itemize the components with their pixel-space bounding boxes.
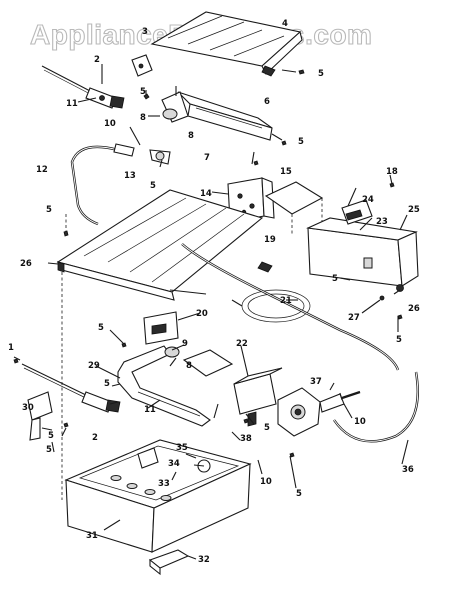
control-box bbox=[306, 199, 419, 287]
thermocouple-upper bbox=[113, 143, 171, 165]
safety-valve bbox=[233, 367, 283, 427]
callout-37: 37 bbox=[310, 377, 322, 387]
callout-5: 5 bbox=[46, 445, 52, 455]
callout-24: 24 bbox=[362, 195, 374, 205]
callout-33: 33 bbox=[158, 479, 170, 489]
callout-5: 5 bbox=[150, 181, 156, 191]
callout-8: 8 bbox=[186, 361, 192, 371]
callout-20: 22 bbox=[236, 339, 248, 349]
leader-lines bbox=[13, 64, 409, 560]
callout-26: 26 bbox=[408, 304, 420, 314]
callout-5: 5 bbox=[298, 137, 304, 147]
leveling-foot bbox=[148, 549, 190, 576]
callout-38: 38 bbox=[240, 434, 252, 444]
callout-4: 4 bbox=[282, 19, 288, 29]
callout-9: 8 bbox=[140, 113, 146, 123]
oven-burner bbox=[117, 345, 234, 427]
callout-10: 10 bbox=[354, 417, 366, 427]
gas-line-22 bbox=[231, 261, 311, 323]
callout-22: 21 bbox=[280, 296, 292, 306]
callout-12: 12 bbox=[36, 165, 48, 175]
callout-5: 5 bbox=[104, 379, 110, 389]
callout-5: 5 bbox=[48, 431, 54, 441]
igniter-bracket bbox=[131, 54, 153, 77]
callout-14: 14 bbox=[200, 189, 212, 199]
callout-2: 2 bbox=[94, 55, 100, 65]
igniter-bracket-lower bbox=[27, 391, 53, 441]
callout-27: 27 bbox=[348, 313, 360, 323]
callout-5: 5 bbox=[46, 205, 52, 215]
callout-36: 36 bbox=[402, 465, 414, 475]
callout-25: 25 bbox=[408, 205, 420, 215]
callout-5: 5 bbox=[140, 87, 146, 97]
callout-21: 20 bbox=[196, 309, 208, 319]
callout-11: 11 bbox=[66, 99, 78, 109]
orifice-26 bbox=[396, 284, 404, 292]
callout-6: 6 bbox=[264, 97, 270, 107]
upper-burner bbox=[161, 86, 273, 141]
callout-2: 2 bbox=[92, 433, 98, 443]
callout-5: 5 bbox=[318, 69, 324, 79]
oven-bottom-panel bbox=[56, 189, 264, 301]
upper-igniter bbox=[41, 65, 125, 109]
callout-5: 5 bbox=[296, 489, 302, 499]
callout-1: 1 bbox=[8, 343, 14, 353]
burner-box bbox=[64, 439, 252, 553]
callout-3: 3 bbox=[142, 27, 148, 37]
callout-29: 29 bbox=[88, 361, 100, 371]
callout-7: 7 bbox=[204, 153, 210, 163]
lower-igniter bbox=[21, 363, 121, 413]
callout-30: 30 bbox=[22, 403, 34, 413]
callout-5: 5 bbox=[332, 274, 338, 284]
callout-15: 15 bbox=[280, 167, 292, 177]
callout-34: 34 bbox=[168, 459, 180, 469]
callout-32: 32 bbox=[198, 555, 210, 565]
pressure-regulator bbox=[277, 371, 419, 443]
callout-13: 13 bbox=[124, 171, 136, 181]
callout-31: 31 bbox=[86, 531, 98, 541]
screws bbox=[13, 69, 403, 458]
shield-21 bbox=[143, 311, 179, 345]
callout-5: 5 bbox=[396, 335, 402, 345]
broiler-baffle bbox=[150, 11, 303, 77]
callout-8: 8 bbox=[188, 131, 194, 141]
callout-19: 19 bbox=[264, 235, 276, 245]
callout-5: 5 bbox=[264, 423, 270, 433]
callout-10: 10 bbox=[104, 119, 116, 129]
callout-11: 11 bbox=[144, 405, 156, 415]
callout-9: 9 bbox=[182, 339, 188, 349]
callout-10: 10 bbox=[260, 477, 272, 487]
callout-5: 5 bbox=[98, 323, 104, 333]
callout-35: 35 bbox=[176, 443, 188, 453]
callout-23: 23 bbox=[376, 217, 388, 227]
callouts: 2 3 4 5 5 11 8 6 10 8 5 7 15 12 13 5 14 … bbox=[8, 19, 420, 565]
screw-27 bbox=[379, 295, 385, 301]
callout-26: 26 bbox=[20, 259, 32, 269]
bracket-19 bbox=[264, 181, 324, 236]
callout-18: 18 bbox=[386, 167, 398, 177]
